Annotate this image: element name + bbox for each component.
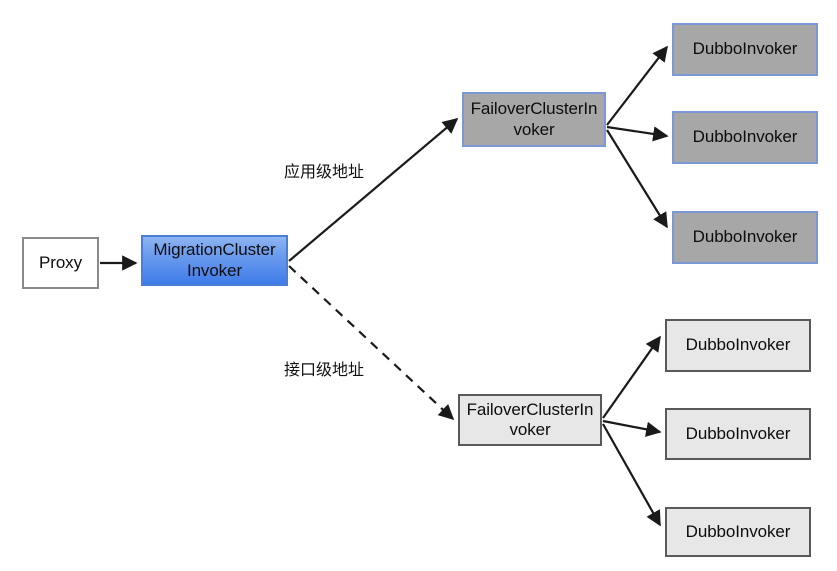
edge-failover-app-to-dubbo-1: [606, 45, 668, 126]
edge-failover-itf-to-dubbo-2: [602, 419, 662, 437]
node-dubbo-invoker-app-1[interactable]: DubboInvoker: [672, 23, 818, 76]
edge-application-level-address: [288, 118, 459, 262]
node-dubbo-invoker-itf-3[interactable]: DubboInvoker: [665, 507, 811, 557]
edge-label-application-level-address: 应用级地址: [284, 162, 365, 181]
node-label: DubboInvoker: [692, 39, 798, 59]
node-label: DubboInvoker: [692, 127, 798, 147]
node-proxy[interactable]: Proxy: [22, 237, 99, 289]
edge-label-interface-level-address: 接口级地址: [284, 360, 365, 379]
node-dubbo-invoker-itf-2[interactable]: DubboInvoker: [665, 408, 811, 460]
node-label: DubboInvoker: [692, 227, 798, 247]
edge-failover-app-to-dubbo-2: [606, 125, 669, 142]
node-label: DubboInvoker: [685, 335, 791, 355]
node-label: Proxy: [39, 252, 82, 272]
node-label: DubboInvoker: [685, 423, 791, 443]
edge-failover-app-to-dubbo-3: [606, 129, 668, 229]
edge-failover-itf-to-dubbo-1: [602, 335, 661, 419]
node-label: DubboInvoker: [685, 521, 791, 541]
node-dubbo-invoker-itf-1[interactable]: DubboInvoker: [665, 319, 811, 372]
edge-interface-level-address: [288, 265, 455, 421]
node-dubbo-invoker-app-3[interactable]: DubboInvoker: [672, 211, 818, 264]
node-dubbo-invoker-app-2[interactable]: DubboInvoker: [672, 111, 818, 164]
edge-failover-itf-to-dubbo-3: [602, 423, 661, 527]
